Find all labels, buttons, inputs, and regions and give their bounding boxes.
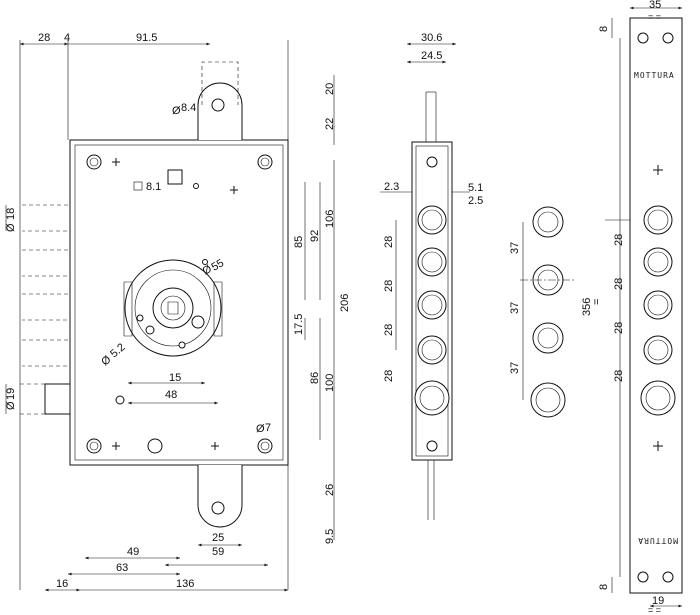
bottom-tongue-hole	[211, 501, 225, 515]
dia-symbol-18: Ø	[5, 223, 17, 232]
dim-plate-28b: 28	[613, 278, 625, 290]
dim-2-3: 2.3	[384, 181, 399, 193]
dim-9-5: 9.5	[324, 529, 336, 544]
square-spindle	[167, 169, 183, 185]
dim-92: 92	[309, 230, 321, 242]
dim-sq-8-1: 8.1	[146, 181, 161, 193]
dim-356: 356	[581, 298, 593, 316]
dim-side-28a: 28	[383, 236, 395, 248]
dim-19-eq: = =	[648, 605, 661, 615]
dim-side-28d: 28	[383, 370, 395, 382]
screw-holes	[86, 154, 273, 454]
dia-symbol-8-4: Ø	[172, 105, 181, 117]
dim-59: 59	[212, 546, 224, 558]
dim-top-4: 4	[64, 32, 70, 44]
dim-37a: 37	[509, 242, 521, 254]
dia-symbol-7: Ø	[256, 423, 265, 435]
dim-17-5: 17.5	[293, 314, 305, 335]
plus-markers	[112, 158, 238, 450]
dim-49: 49	[127, 546, 139, 558]
lock-front-view	[20, 61, 289, 528]
strike-plate-body	[629, 17, 683, 594]
top-tongue-extended	[201, 61, 239, 105]
dim-24-5: 24.5	[421, 50, 442, 62]
dim-100: 100	[324, 374, 336, 392]
square-symbol	[133, 181, 143, 191]
brand-label-bottom: MOTTURA	[637, 536, 678, 545]
dimension-labels: 28 4 91.5 Ø 8.4 8.1 18 Ø 19 Ø Ø 55 Ø 5.2…	[5, 0, 678, 615]
dim-37c: 37	[509, 362, 521, 374]
dim-plate-28a: 28	[613, 234, 625, 246]
strike-plate	[605, 6, 683, 608]
dim-15: 15	[169, 372, 181, 384]
top-tongue-hole	[211, 98, 225, 112]
dim-5-1: 5.1	[468, 182, 483, 194]
dim-356-eq: =	[591, 299, 603, 305]
dim-dia-19: 19	[5, 388, 17, 400]
dim-86: 86	[309, 372, 321, 384]
dia-symbol-19: Ø	[5, 401, 17, 410]
lock-case-inner	[74, 144, 284, 461]
dim-106: 106	[324, 210, 336, 228]
dim-85: 85	[293, 236, 305, 248]
dim-dia-55: 55	[210, 257, 227, 274]
dim-22: 22	[324, 118, 336, 130]
dim-37b: 37	[509, 302, 521, 314]
dim-plate-28d: 28	[613, 370, 625, 382]
dim-16: 16	[56, 578, 68, 590]
dim-side-28b: 28	[383, 280, 395, 292]
dim-20: 20	[324, 83, 336, 95]
front-dimension-lines	[5, 40, 335, 592]
dim-26: 26	[324, 484, 336, 496]
dim-8-bottom: 8	[598, 584, 610, 590]
dim-top-28: 28	[38, 32, 50, 44]
dim-30-6: 30.6	[421, 32, 442, 44]
dim-2-5: 2.5	[468, 195, 483, 207]
dim-dia-8-4: 8.4	[181, 102, 196, 114]
bottom-tongue	[197, 465, 243, 528]
top-tongue	[197, 82, 243, 140]
dim-8-top: 8	[598, 26, 610, 32]
side-bolts	[20, 204, 71, 415]
dim-plate-28c: 28	[613, 322, 625, 334]
side-bolt-circles	[414, 205, 450, 416]
dim-48: 48	[165, 389, 177, 401]
bolt-spacing-view	[520, 206, 576, 418]
dim-35-eq: = =	[648, 12, 661, 22]
dim-top-91-5: 91.5	[136, 32, 157, 44]
cylinder-mechanism	[123, 259, 223, 357]
dim-136: 136	[176, 578, 194, 590]
dim-dia-7: 7	[265, 422, 271, 434]
lock-side-view	[380, 42, 470, 520]
brand-label-top: MOTTURA	[634, 71, 675, 80]
dim-side-28c: 28	[383, 324, 395, 336]
dim-dia-18: 18	[5, 208, 17, 220]
dim-25: 25	[212, 532, 224, 544]
dim-19-plate: 19	[652, 595, 664, 607]
side-faceplate	[411, 141, 453, 461]
dim-206: 206	[339, 294, 351, 312]
dim-35: 35	[649, 0, 661, 11]
dim-63: 63	[116, 562, 128, 574]
dim-dia-5-2: 5.2	[108, 341, 127, 360]
